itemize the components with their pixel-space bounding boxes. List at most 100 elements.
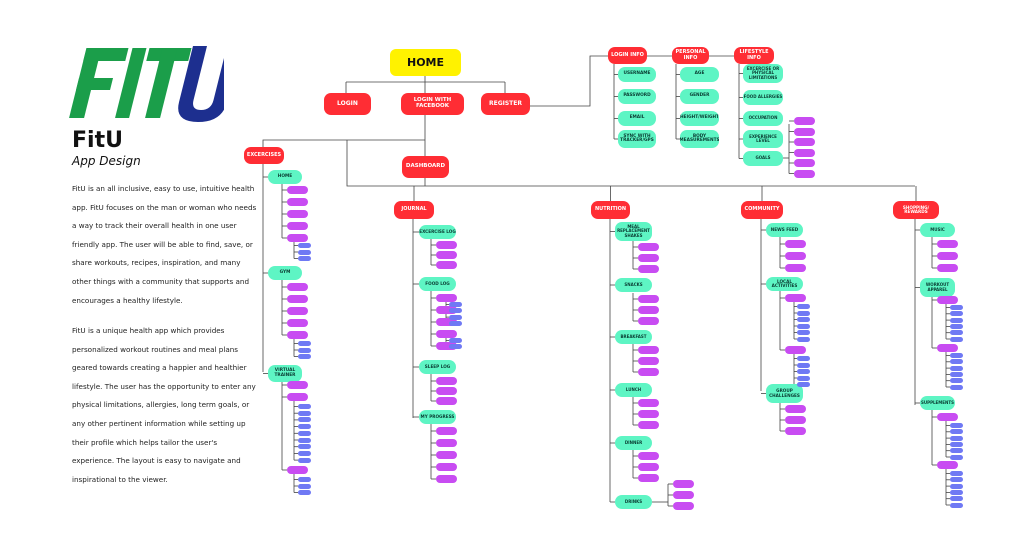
gym-subitem — [298, 354, 311, 359]
meal-item-2 — [638, 357, 659, 365]
node-journal-label: JOURNAL — [401, 206, 427, 213]
connector-line — [346, 140, 915, 187]
trainer-subitem — [298, 404, 311, 409]
node-excercises-virtual-trainer: VIRTUAL TRAINER — [268, 365, 302, 382]
drinks-item — [673, 480, 694, 488]
trainer-subitem-2 — [298, 477, 311, 482]
progress-item — [436, 451, 457, 459]
food-log-item — [436, 294, 457, 302]
node-journal-excercise-log-label: EXCERCISE LOG — [419, 228, 456, 234]
challenge-item — [785, 427, 806, 435]
node-email: EMAIL — [618, 111, 656, 126]
node-experience-level: EXPERIENCE LEVEL — [743, 130, 783, 148]
meal-item-3 — [638, 399, 659, 407]
supplement-subitem-2 — [950, 471, 963, 476]
node-nutrition-dinner: DINNER — [615, 436, 652, 450]
node-shopping-music-label: MUSIC — [930, 226, 945, 232]
node-community-label: COMMUNITY — [744, 206, 780, 213]
node-community-local-activities: LOCAL ACTIVITIES — [766, 277, 803, 291]
goal-item — [794, 117, 815, 125]
gym-subitem — [298, 347, 311, 353]
node-nutrition-drinks-label: DRINKS — [624, 498, 643, 504]
home-subitem — [298, 243, 311, 248]
node-journal-sleep-log: SLEEP LOG — [419, 360, 456, 374]
music-item — [937, 240, 958, 248]
supplement-item — [937, 413, 958, 421]
node-excercises-home-label: HOME — [277, 173, 293, 179]
supplement-subitem-2 — [950, 496, 963, 502]
node-age-label: AGE — [694, 71, 705, 77]
trainer-subitem-2 — [298, 483, 311, 489]
local-activity-item — [785, 346, 806, 354]
meal-item-0 — [638, 254, 659, 262]
apparel-subitem — [950, 305, 963, 310]
description-paragraph-1: FitU is an all inclusive, easy to use, i… — [72, 184, 257, 305]
meal-item-0 — [638, 243, 659, 251]
apparel-subitem — [950, 317, 963, 323]
news-feed-item — [785, 264, 806, 272]
fitu-logo — [69, 46, 224, 122]
node-occupation: OCCUPATION — [743, 111, 783, 126]
local-subitem — [797, 323, 810, 329]
home-subitem — [298, 249, 311, 255]
progress-item — [436, 463, 457, 471]
node-username-label: USERNAME — [623, 71, 651, 77]
node-home-label: HOME — [406, 55, 445, 69]
food-log-subitem — [449, 302, 462, 307]
node-personal-info: PERSONAL INFO — [672, 47, 709, 64]
node-journal-food-log: FOOD LOG — [419, 277, 456, 291]
node-community-group-challenges-label: GROUP CHALLENGES — [769, 388, 800, 398]
home-workout-item — [287, 222, 308, 230]
goal-item — [794, 169, 815, 178]
excercise-log-item — [436, 251, 457, 259]
node-height-weight-label: HEIGHT/WEIGHT — [680, 115, 719, 121]
gym-workout-item — [287, 295, 308, 303]
supplement-subitem-2 — [950, 477, 963, 483]
local-subitem-2 — [797, 382, 810, 387]
food-log-subitem-2 — [449, 338, 462, 343]
trainer-item — [287, 381, 308, 389]
node-nutrition-snacks: SNACKS — [615, 278, 652, 292]
meal-item-1 — [638, 317, 659, 325]
supplement-subitem — [950, 423, 963, 428]
node-shopping-rewards: SHOPPING/ REWARDS — [893, 201, 939, 219]
node-home: HOME — [390, 49, 461, 76]
apparel-subitem — [950, 336, 963, 342]
trainer-subitem — [298, 430, 311, 436]
local-subitem-2 — [797, 369, 810, 374]
news-feed-item — [785, 252, 806, 260]
food-log-subitem — [449, 308, 462, 314]
node-password: PASSWORD — [618, 89, 656, 104]
trainer-item — [287, 393, 308, 401]
node-food-allergies-label: FOOD ALLERGIES — [743, 94, 783, 100]
food-log-item — [436, 330, 457, 338]
node-password-label: PASSWORD — [623, 93, 651, 99]
page-subtitle: App Design — [72, 154, 141, 168]
supplement-subitem — [950, 454, 963, 460]
node-nutrition-label: NUTRITION — [594, 206, 627, 213]
gym-subitem — [298, 341, 311, 346]
node-username: USERNAME — [618, 67, 656, 82]
apparel-subitem — [950, 323, 963, 329]
gym-workout-item — [287, 331, 308, 339]
node-shopping-workout-apparel-label: WORKOUT APPAREL — [925, 282, 950, 292]
sleep-log-item — [436, 397, 457, 405]
sleep-log-item — [436, 387, 457, 395]
apparel-subitem-2 — [950, 371, 963, 377]
node-excercises-gym-label: GYM — [279, 269, 291, 275]
local-subitem-2 — [797, 375, 810, 381]
meal-item-2 — [638, 346, 659, 354]
trainer-subitem — [298, 437, 311, 443]
supplement-subitem — [950, 435, 963, 441]
meal-item-0 — [638, 265, 659, 273]
meal-item-4 — [638, 463, 659, 471]
gym-workout-item — [287, 307, 308, 315]
node-register-label: REGISTER — [488, 99, 522, 107]
supplement-subitem-2 — [950, 483, 963, 489]
music-item — [937, 252, 958, 260]
meal-item-3 — [638, 410, 659, 418]
node-login-with-facebook: LOGIN WITH FACEBOOK — [401, 93, 464, 115]
local-subitem — [797, 336, 810, 342]
local-subitem-2 — [797, 356, 810, 361]
